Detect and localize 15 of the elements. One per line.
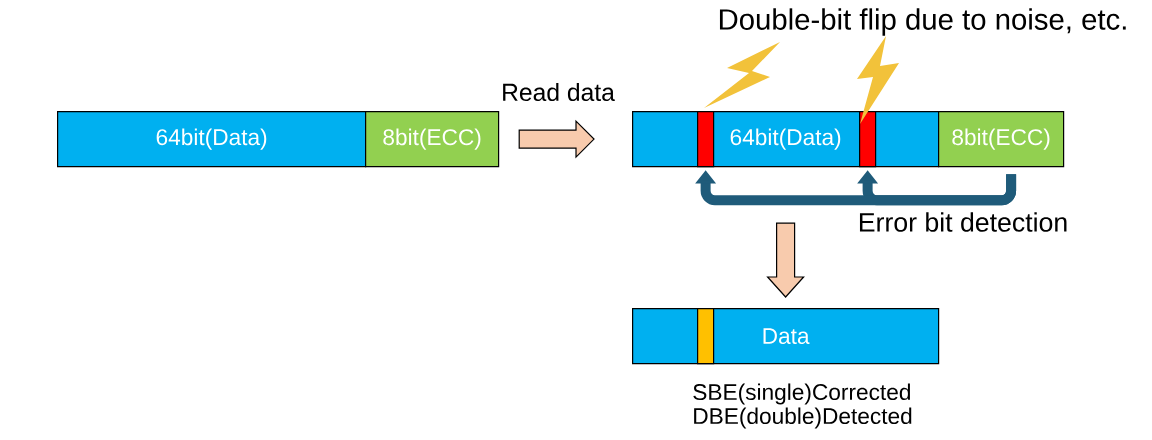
corrected-bit: [697, 308, 715, 365]
note-text: Double-bit flip due to noise, etc.: [719, 8, 1126, 36]
caption-text: SBE(single)Corrected: [693, 383, 910, 405]
error-bit: [697, 111, 715, 168]
error-bit: [859, 111, 877, 168]
edge-label: Read data: [499, 81, 617, 103]
caption-text: DBE(double)Detected: [694, 407, 912, 429]
ecc-block: 8bit(ECC): [938, 111, 1065, 168]
data-block: 64bit(Data): [57, 111, 367, 168]
block-arrow: [766, 222, 805, 298]
edge-label: Error bit detection: [856, 210, 1070, 234]
ecc-block: 8bit(ECC): [365, 111, 500, 168]
block-arrow: [518, 119, 595, 159]
data-block: 64bit(Data): [632, 111, 940, 168]
data-block: Data: [632, 308, 940, 365]
